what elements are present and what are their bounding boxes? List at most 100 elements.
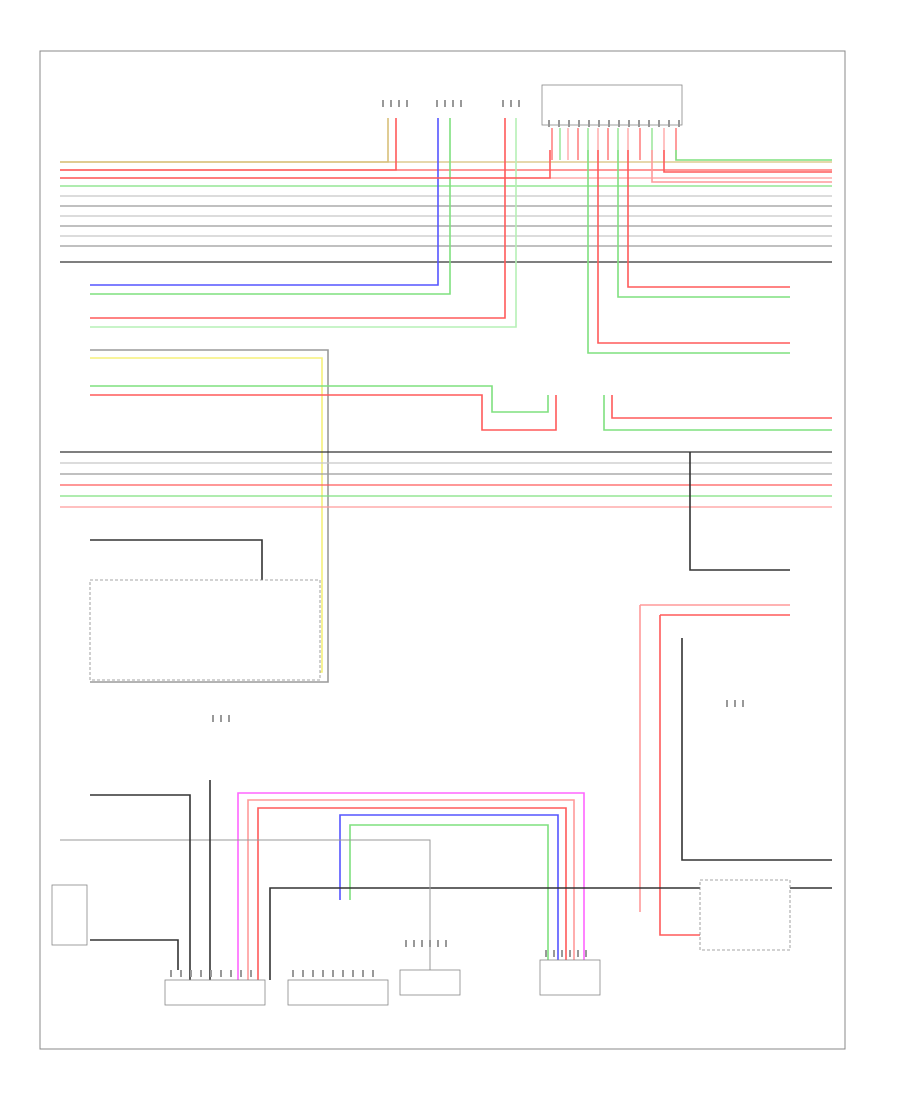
black-wire-mid-right <box>689 452 790 571</box>
connector-pin <box>170 970 172 977</box>
connector-pin <box>658 120 660 127</box>
connector-pin <box>444 100 446 107</box>
magenta-wire-lower <box>237 792 585 980</box>
connector-pin <box>230 970 232 977</box>
connector-pin <box>362 970 364 977</box>
connector-pin <box>421 940 423 947</box>
connector-pins-layer <box>170 100 744 977</box>
connector-pin <box>726 700 728 707</box>
red-wire-mid <box>90 394 557 431</box>
red-wire-right-top-2 <box>663 150 832 173</box>
wires-layer <box>60 118 832 980</box>
connector-pin <box>618 120 620 127</box>
pink-wire-right-top-3 <box>651 150 832 183</box>
connector-pin <box>332 970 334 977</box>
lower-right-module <box>539 959 601 996</box>
lower-left-module-1 <box>164 979 266 1006</box>
red-wire-top <box>60 118 397 171</box>
connector-pin <box>558 120 560 127</box>
connector-pin <box>452 100 454 107</box>
connector-pin <box>292 970 294 977</box>
connector-pin <box>190 970 192 977</box>
connector-pin <box>342 970 344 977</box>
pink-wire-lower <box>247 799 575 980</box>
connector-pin <box>548 120 550 127</box>
red-wire-mid-right <box>611 395 832 419</box>
connector-pin <box>608 120 610 127</box>
connector-pin <box>413 940 415 947</box>
lower-center-module <box>399 969 461 996</box>
green-wire-right-branch <box>617 150 790 298</box>
lower-left-module-2 <box>287 979 389 1006</box>
green-wire-right-branch-2 <box>587 150 790 354</box>
gray-wire-lower-3 <box>60 839 431 980</box>
connector-pin <box>437 940 439 947</box>
connector-pin <box>436 100 438 107</box>
connector-pin <box>648 120 650 127</box>
connector-pin <box>510 100 512 107</box>
black-wire-lower-2 <box>269 887 832 980</box>
black-wire-right-module <box>681 638 832 861</box>
connector-pin <box>568 120 570 127</box>
green-wire-mid <box>90 385 549 413</box>
connector-pin <box>405 940 407 947</box>
connector-pin <box>569 950 571 957</box>
connector-pin <box>577 950 579 957</box>
connector-pin <box>545 950 547 957</box>
connector-pin <box>240 970 242 977</box>
connector-pin <box>228 715 230 722</box>
left-mid-sensor-bracket <box>89 579 321 681</box>
connector-pin <box>628 120 630 127</box>
red-wire-right-branch-2 <box>597 150 790 344</box>
black-wire-splice-2 <box>90 794 191 980</box>
connector-pin <box>210 970 212 977</box>
connector-pin <box>561 950 563 957</box>
tan-wire-top <box>60 118 389 163</box>
connector-pin <box>588 120 590 127</box>
connector-pin <box>598 120 600 127</box>
green-wire-lower <box>349 824 549 960</box>
connector-pin <box>585 950 587 957</box>
connector-pin <box>406 100 408 107</box>
connector-pin <box>322 970 324 977</box>
connector-pin <box>220 715 222 722</box>
connector-pin <box>445 940 447 947</box>
connector-pin <box>398 100 400 107</box>
connector-pin <box>429 940 431 947</box>
connector-pin <box>382 100 384 107</box>
left-upper-module <box>51 884 88 946</box>
connector-pin <box>734 700 736 707</box>
connector-pin <box>678 120 680 127</box>
connector-pin <box>250 970 252 977</box>
green-wire-top <box>90 118 451 295</box>
connector-pin <box>180 970 182 977</box>
connector-pin <box>212 715 214 722</box>
connector-pin <box>200 970 202 977</box>
upper-right-connector <box>541 84 683 126</box>
connector-pin <box>553 950 555 957</box>
gray-wire-loop <box>90 349 329 683</box>
connector-pin <box>742 700 744 707</box>
connector-pin <box>302 970 304 977</box>
connector-pin <box>312 970 314 977</box>
red-wire-right-top <box>60 150 551 179</box>
green-wire-right-top <box>675 150 832 161</box>
diagram-border <box>39 50 846 1050</box>
right-lower-bracket <box>699 879 791 951</box>
black-wire-lower <box>90 939 179 970</box>
connector-pin <box>668 120 670 127</box>
connector-pin <box>502 100 504 107</box>
lightgreen-wire-upper-mid <box>90 118 517 328</box>
components-layer <box>51 84 791 1006</box>
red-wire-lower <box>257 807 567 980</box>
blue-wire-top <box>90 118 439 286</box>
connector-pin <box>518 100 520 107</box>
connector-pin <box>578 120 580 127</box>
connector-pin <box>460 100 462 107</box>
connector-pin <box>390 100 392 107</box>
connector-pin <box>352 970 354 977</box>
red-wire-right-branch <box>627 150 790 288</box>
red-wire-upper-mid <box>90 118 506 319</box>
connector-pin <box>372 970 374 977</box>
